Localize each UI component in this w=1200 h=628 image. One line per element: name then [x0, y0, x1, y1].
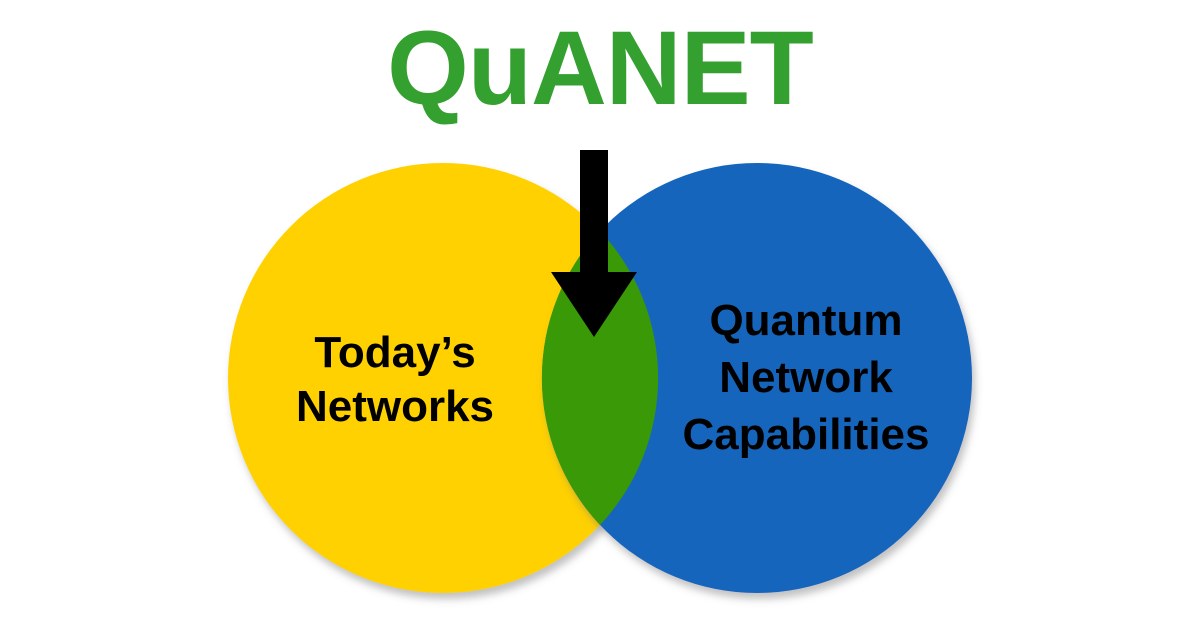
right-circle-label-line2: Network — [719, 353, 893, 402]
left-circle-label: Today’s Networks — [240, 326, 550, 434]
right-circle-label-line3: Capabilities — [682, 410, 930, 459]
right-circle — [542, 163, 972, 593]
left-circle-label-line2: Networks — [295, 382, 495, 431]
diagram-title: QuANET — [387, 10, 814, 127]
right-circle-label-line1: Quantum — [709, 296, 903, 345]
right-circle-label: Quantum Network Capabilities — [650, 292, 962, 463]
left-circle — [228, 163, 658, 593]
down-arrow-icon — [551, 150, 637, 337]
intersection-lens — [541, 231, 659, 525]
left-circle-label-line1: Today’s — [314, 328, 476, 377]
